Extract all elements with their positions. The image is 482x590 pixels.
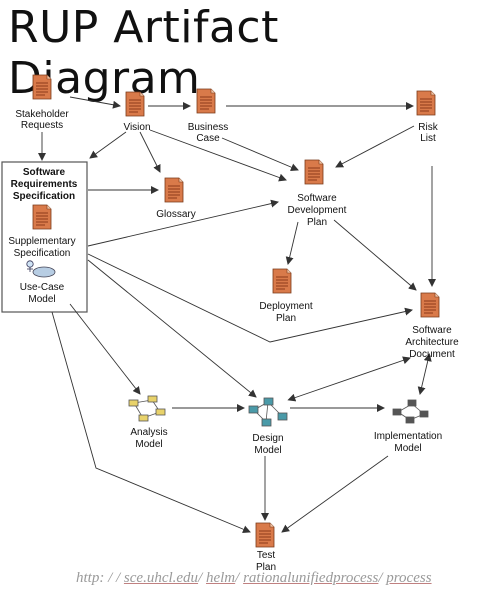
node-label-vision: Vision (123, 122, 150, 133)
svg-text:Design: Design (252, 433, 283, 444)
connections (38, 96, 436, 534)
source-url: http: / / sce.uhcl.edu/ helm/ rationalun… (76, 570, 432, 587)
svg-text:Development: Development (288, 205, 347, 216)
svg-text:Test: Test (257, 550, 276, 561)
source-url-sep-1: / (198, 570, 206, 586)
vision-icon (125, 91, 145, 117)
svg-text:Plan: Plan (276, 313, 296, 324)
source-url-part-4: process (386, 570, 432, 586)
use-case-model-icon (26, 260, 56, 278)
source-url-sep-2: / (235, 570, 244, 586)
node-label-use-case-model: Use-Case Model (20, 282, 65, 305)
node-label-implementation-model: Implementation Model (374, 431, 442, 454)
node-label-sad: Software Architecture Document (405, 325, 459, 360)
design-model-icon (248, 397, 288, 427)
risk-list-icon (416, 90, 436, 116)
svg-text:Software: Software (297, 193, 337, 204)
svg-text:Deployment: Deployment (259, 301, 313, 312)
svg-text:Model: Model (394, 443, 421, 454)
edge-supp-design (87, 259, 257, 398)
edge-impl-sad (417, 353, 432, 395)
node-label-design-model: Design Model (252, 433, 283, 456)
edge-risklist-sdp (335, 125, 415, 168)
business-case-icon (196, 88, 216, 114)
deployment-plan-icon (272, 268, 292, 294)
implementation-model-icon (392, 399, 429, 424)
svg-text:Risk: Risk (418, 122, 438, 133)
svg-text:Software: Software (23, 167, 66, 178)
edge-usecase-analysis (69, 303, 141, 395)
edge-vision-sdp (149, 129, 287, 182)
node-label-glossary: Glossary (156, 209, 195, 220)
analysis-model-icon (128, 395, 166, 422)
svg-text:Document: Document (409, 349, 455, 360)
svg-text:Stakeholder: Stakeholder (15, 109, 69, 120)
svg-text:List: List (420, 133, 436, 144)
svg-text:Implementation: Implementation (374, 431, 442, 442)
svg-text:Software: Software (412, 325, 452, 336)
edge-design-sad (287, 356, 411, 402)
node-label-risk-list: Risk List (418, 122, 438, 144)
node-label-sdp: Software Development Plan (288, 193, 347, 228)
software-architecture-document-icon (420, 292, 440, 318)
svg-text:Plan: Plan (256, 562, 276, 573)
svg-text:Glossary: Glossary (156, 209, 195, 220)
edge-sdp-sad (333, 219, 417, 291)
svg-text:Architecture: Architecture (405, 337, 459, 348)
edge-stakeholder-vision (69, 96, 121, 109)
node-label-srs: Software Requirements Specification (11, 167, 78, 202)
edge-supp-sad (87, 253, 413, 343)
requirements-group-box (1, 161, 88, 313)
source-url-sep-3: / (378, 570, 387, 586)
svg-text:Requirements: Requirements (11, 179, 78, 190)
test-plan-icon (255, 522, 275, 548)
svg-text:Model: Model (254, 445, 281, 456)
svg-text:Supplementary: Supplementary (8, 236, 75, 247)
svg-text:Requests: Requests (21, 120, 63, 131)
node-label-deployment-plan: Deployment Plan (259, 301, 313, 324)
node-label-stakeholder-requests: Stakeholder Requests (15, 109, 69, 131)
edge-usecase-test (51, 311, 251, 534)
svg-text:Specification: Specification (14, 248, 71, 259)
source-url-prefix: http: / / (76, 570, 124, 586)
edge-sdp-deployment (285, 221, 299, 265)
svg-text:Case: Case (196, 133, 220, 144)
svg-text:Use-Case: Use-Case (20, 282, 65, 293)
svg-text:Model: Model (28, 294, 55, 305)
stakeholder-requests-icon (32, 74, 52, 100)
source-url-part-2: helm (205, 570, 236, 586)
edge-supp-sdp (87, 199, 279, 247)
source-url-part-1: sce.uhcl.edu (123, 570, 199, 586)
source-url-part-3: rationalunifiedprocess (243, 570, 379, 586)
svg-text:Analysis: Analysis (130, 427, 167, 438)
edge-businesscase-sdp (221, 137, 299, 171)
svg-text:Business: Business (188, 122, 229, 133)
glossary-icon (164, 177, 184, 203)
edge-impl-test (281, 455, 389, 533)
svg-text:Specification: Specification (13, 191, 75, 202)
diagram-title: RUP Artifact Diagram (8, 2, 279, 104)
supplementary-specification-icon (32, 204, 52, 230)
svg-text:Vision: Vision (123, 122, 150, 133)
edge-vision-srs (89, 131, 127, 159)
software-development-plan-icon (304, 159, 324, 185)
node-label-analysis-model: Analysis Model (130, 427, 167, 450)
node-label-test-plan: Test Plan (256, 550, 276, 573)
edge-vision-glossary (139, 131, 161, 173)
node-label-supplementary-spec: Supplementary Specification (8, 236, 75, 259)
svg-text:Model: Model (135, 439, 162, 450)
svg-text:Plan: Plan (307, 217, 327, 228)
node-label-business-case: Business Case (188, 122, 229, 144)
